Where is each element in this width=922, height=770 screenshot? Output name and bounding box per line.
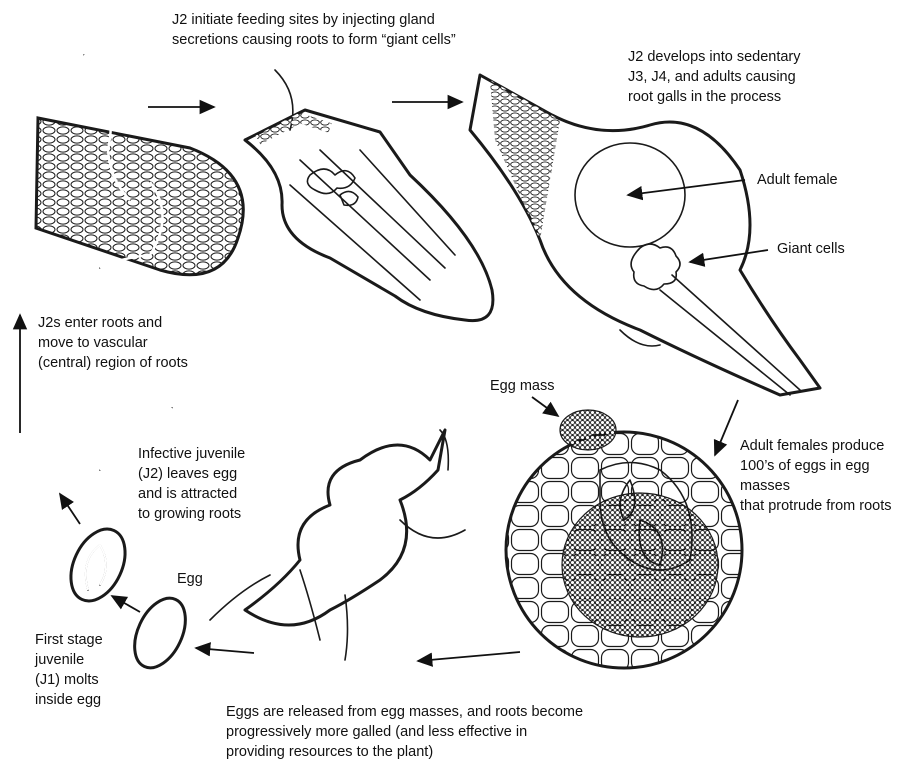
- arrow-giant-cells: [690, 250, 768, 262]
- arrow-to-galled-root: [418, 652, 520, 661]
- label-first-stage-juvenile: First stage juvenile (J1) molts inside e…: [35, 630, 103, 710]
- arrow-egg-mass: [532, 397, 558, 416]
- egg-with-juvenile-drawing: [60, 520, 136, 609]
- label-eggs-released: Eggs are released from egg masses, and r…: [226, 702, 583, 762]
- label-infective-juvenile: Infective juvenile (J2) leaves egg and i…: [138, 444, 245, 524]
- label-feeding-sites: J2 initiate feeding sites by injecting g…: [172, 10, 456, 50]
- root-gall-drawing: [470, 75, 820, 395]
- label-egg-mass: Egg mass: [490, 376, 554, 396]
- label-giant-cells: Giant cells: [777, 239, 845, 259]
- root-infection-drawing: [36, 55, 243, 275]
- root-feeding-site-drawing: [245, 70, 493, 321]
- label-enter-roots: J2s enter roots and move to vascular (ce…: [38, 313, 188, 373]
- arrow-adult-female: [628, 180, 745, 195]
- label-produce-eggs: Adult females produce 100’s of eggs in e…: [740, 436, 922, 516]
- arrow-to-cross-section: [715, 400, 738, 455]
- label-egg: Egg: [177, 569, 203, 589]
- gall-cross-section-drawing: [506, 410, 742, 668]
- arrow-to-j2: [60, 494, 80, 524]
- arrow-to-j1: [112, 596, 140, 612]
- label-adult-female: Adult female: [757, 170, 838, 190]
- egg-drawing: [124, 590, 195, 676]
- arrow-to-egg: [196, 648, 254, 653]
- label-sedentary-stages: J2 develops into sedentary J3, J4, and a…: [628, 47, 801, 107]
